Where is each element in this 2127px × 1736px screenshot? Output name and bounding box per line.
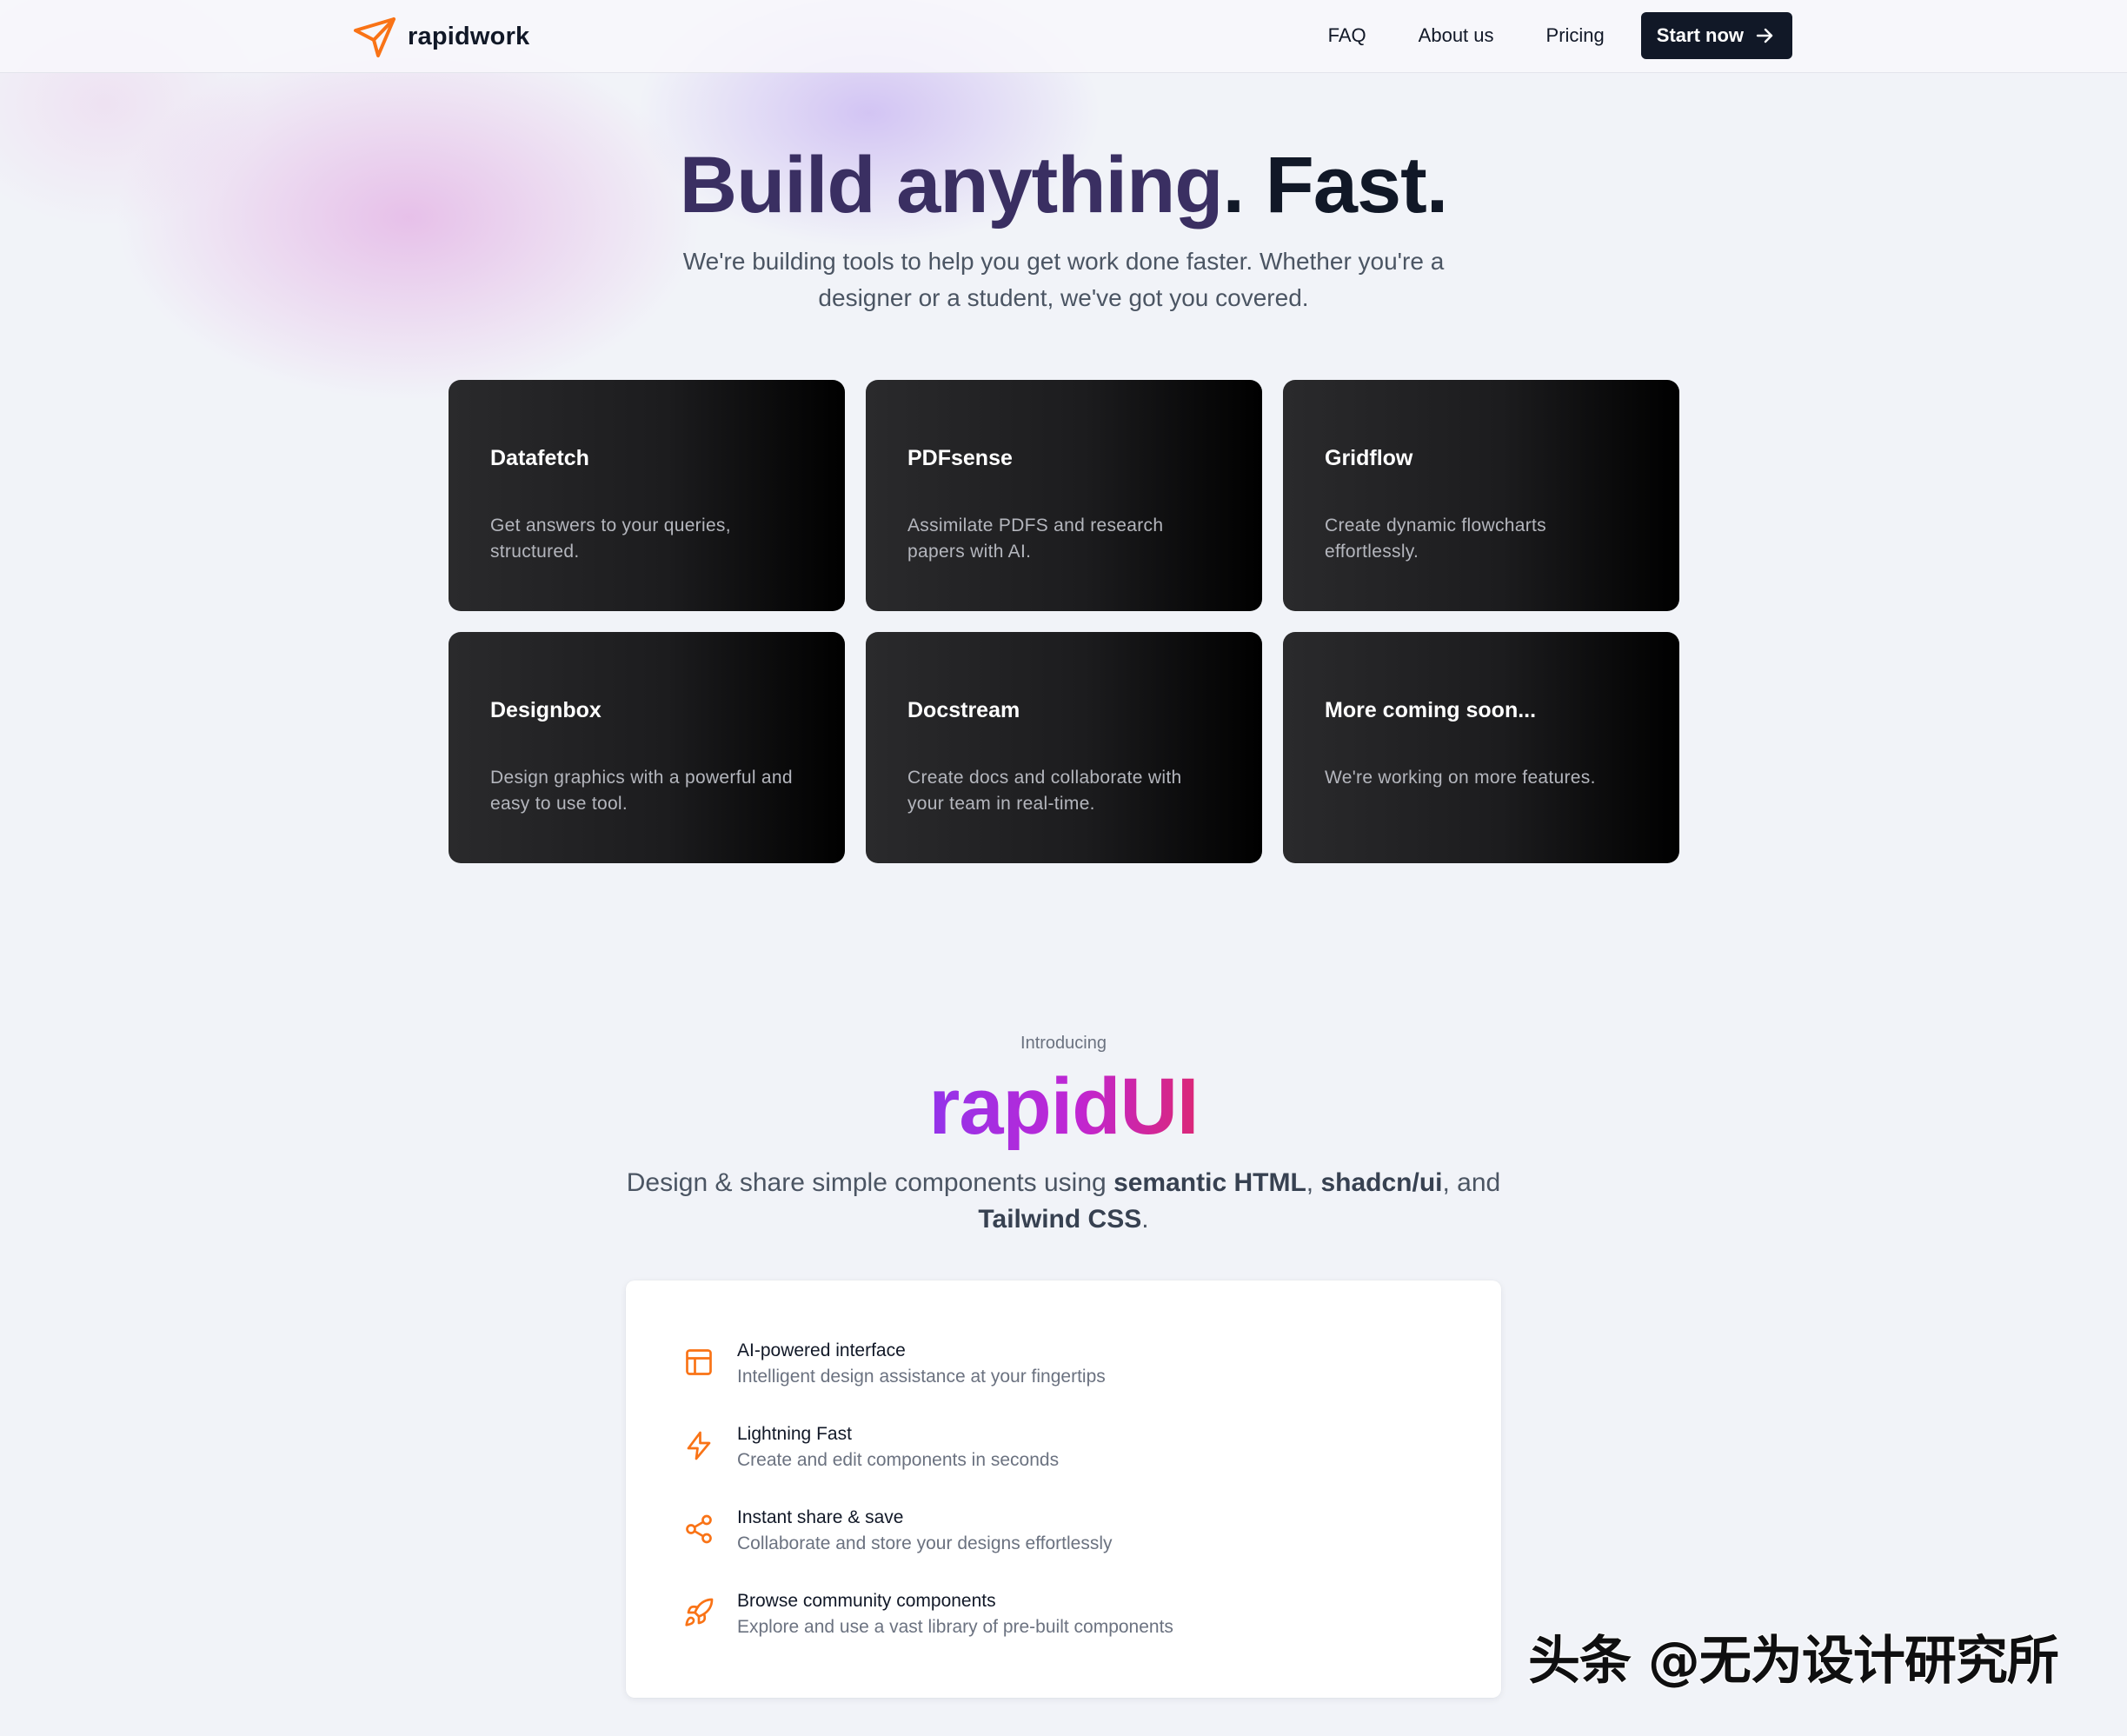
product-card-description: Create dynamic flowcharts effortlessly. xyxy=(1325,515,1546,562)
intro-sub-sep-2: , and xyxy=(1442,1168,1501,1197)
nav-link-pricing[interactable]: Pricing xyxy=(1545,24,1605,46)
rocket-icon xyxy=(685,1598,714,1626)
product-card-title: Docstream xyxy=(907,698,1020,722)
nav-link-faq[interactable]: FAQ xyxy=(1327,24,1366,46)
product-card-description: Create docs and collaborate with your te… xyxy=(907,768,1182,814)
product-card-title: Designbox xyxy=(490,698,602,722)
rapidui-title: rapidUI xyxy=(929,1059,1200,1154)
intro-sub-sep-1: , xyxy=(1306,1168,1321,1197)
feature-title: Lightning Fast xyxy=(737,1424,852,1444)
intro-sub-suffix: . xyxy=(1141,1205,1149,1234)
feature-description: Intelligent design assistance at your fi… xyxy=(737,1367,1106,1387)
paper-plane-icon xyxy=(354,17,395,57)
brand-name: rapidwork xyxy=(408,22,530,50)
tech-semantic-html: semantic HTML xyxy=(1113,1168,1306,1197)
hero-title: Build anything. Fast. xyxy=(0,139,2127,231)
features-panel: AI-powered interface Intelligent design … xyxy=(626,1280,1501,1698)
feature-item: Lightning Fast Create and edit component… xyxy=(683,1421,1501,1505)
start-now-button[interactable]: Start now xyxy=(1640,12,1792,59)
start-now-label: Start now xyxy=(1656,24,1744,46)
product-grid: Datafetch Get answers to your queries, s… xyxy=(449,380,1679,863)
feature-item: Browse community components Explore and … xyxy=(683,1588,1501,1672)
feature-description: Collaborate and store your designs effor… xyxy=(737,1533,1113,1553)
product-card-datafetch[interactable]: Datafetch Get answers to your queries, s… xyxy=(449,380,845,611)
feature-text: AI-powered interface Intelligent design … xyxy=(737,1338,1106,1390)
product-card-description: Get answers to your queries, structured. xyxy=(490,515,731,562)
product-card-description: Design graphics with a powerful and easy… xyxy=(490,768,793,814)
share-icon xyxy=(686,1514,712,1544)
product-card-description: We're working on more features. xyxy=(1325,768,1596,788)
hero-title-part-b: . Fast. xyxy=(1222,141,1448,229)
intro-sub-prefix: Design & share simple components using xyxy=(626,1168,1114,1197)
nav-link-about-us[interactable]: About us xyxy=(1418,24,1494,46)
hero-section: Build anything. Fast. We're building too… xyxy=(0,139,2127,316)
feature-title: Browse community components xyxy=(737,1591,996,1611)
intro-subtitle: Design & share simple components using s… xyxy=(621,1165,1507,1238)
main-nav: FAQ About us Pricing Start now xyxy=(1328,12,1792,59)
feature-item: Instant share & save Collaborate and sto… xyxy=(683,1505,1501,1588)
watermark-text: 头条 @无为设计研究所 xyxy=(1527,1630,2060,1693)
feature-text: Browse community components Explore and … xyxy=(737,1588,1173,1640)
product-card-gridflow[interactable]: Gridflow Create dynamic flowcharts effor… xyxy=(1283,380,1679,611)
intro-kicker: Introducing xyxy=(1020,1034,1107,1053)
feature-item: AI-powered interface Intelligent design … xyxy=(683,1338,1501,1421)
hero-subtitle: We're building tools to help you get wor… xyxy=(682,248,1445,311)
arrow-right-icon xyxy=(1756,28,1773,43)
lightning-icon xyxy=(687,1431,711,1460)
product-card-pdfsense[interactable]: PDFsense Assimilate PDFS and research pa… xyxy=(866,380,1262,611)
product-card-docstream[interactable]: Docstream Create docs and collaborate wi… xyxy=(866,632,1262,863)
feature-title: Instant share & save xyxy=(737,1507,904,1527)
product-card-description: Assimilate PDFS and research papers with… xyxy=(907,515,1164,562)
introducing-section: Introducing rapidUI Design & share simpl… xyxy=(0,1031,2127,1238)
feature-description: Create and edit components in seconds xyxy=(737,1450,1060,1470)
product-card-designbox[interactable]: Designbox Design graphics with a powerfu… xyxy=(449,632,845,863)
product-card-title: Gridflow xyxy=(1325,446,1413,470)
feature-text: Lightning Fast Create and edit component… xyxy=(737,1421,1059,1473)
feature-text: Instant share & save Collaborate and sto… xyxy=(737,1505,1113,1557)
feature-title: AI-powered interface xyxy=(737,1340,906,1360)
feature-description: Explore and use a vast library of pre-bu… xyxy=(737,1617,1173,1637)
hero-title-part-a: Build anything xyxy=(679,141,1224,229)
product-card-title: Datafetch xyxy=(490,446,589,470)
top-navbar: rapidwork FAQ About us Pricing Start now xyxy=(0,0,2127,73)
product-card-more-coming-soon[interactable]: More coming soon... We're working on mor… xyxy=(1283,632,1679,863)
tech-tailwind-css: Tailwind CSS xyxy=(978,1205,1142,1234)
layout-icon xyxy=(686,1349,712,1375)
brand-logo[interactable]: rapidwork xyxy=(352,14,529,59)
tech-shadcn-ui: shadcn/ui xyxy=(1320,1168,1443,1197)
product-card-title: PDFsense xyxy=(907,446,1013,470)
product-card-title: More coming soon... xyxy=(1325,698,1537,722)
